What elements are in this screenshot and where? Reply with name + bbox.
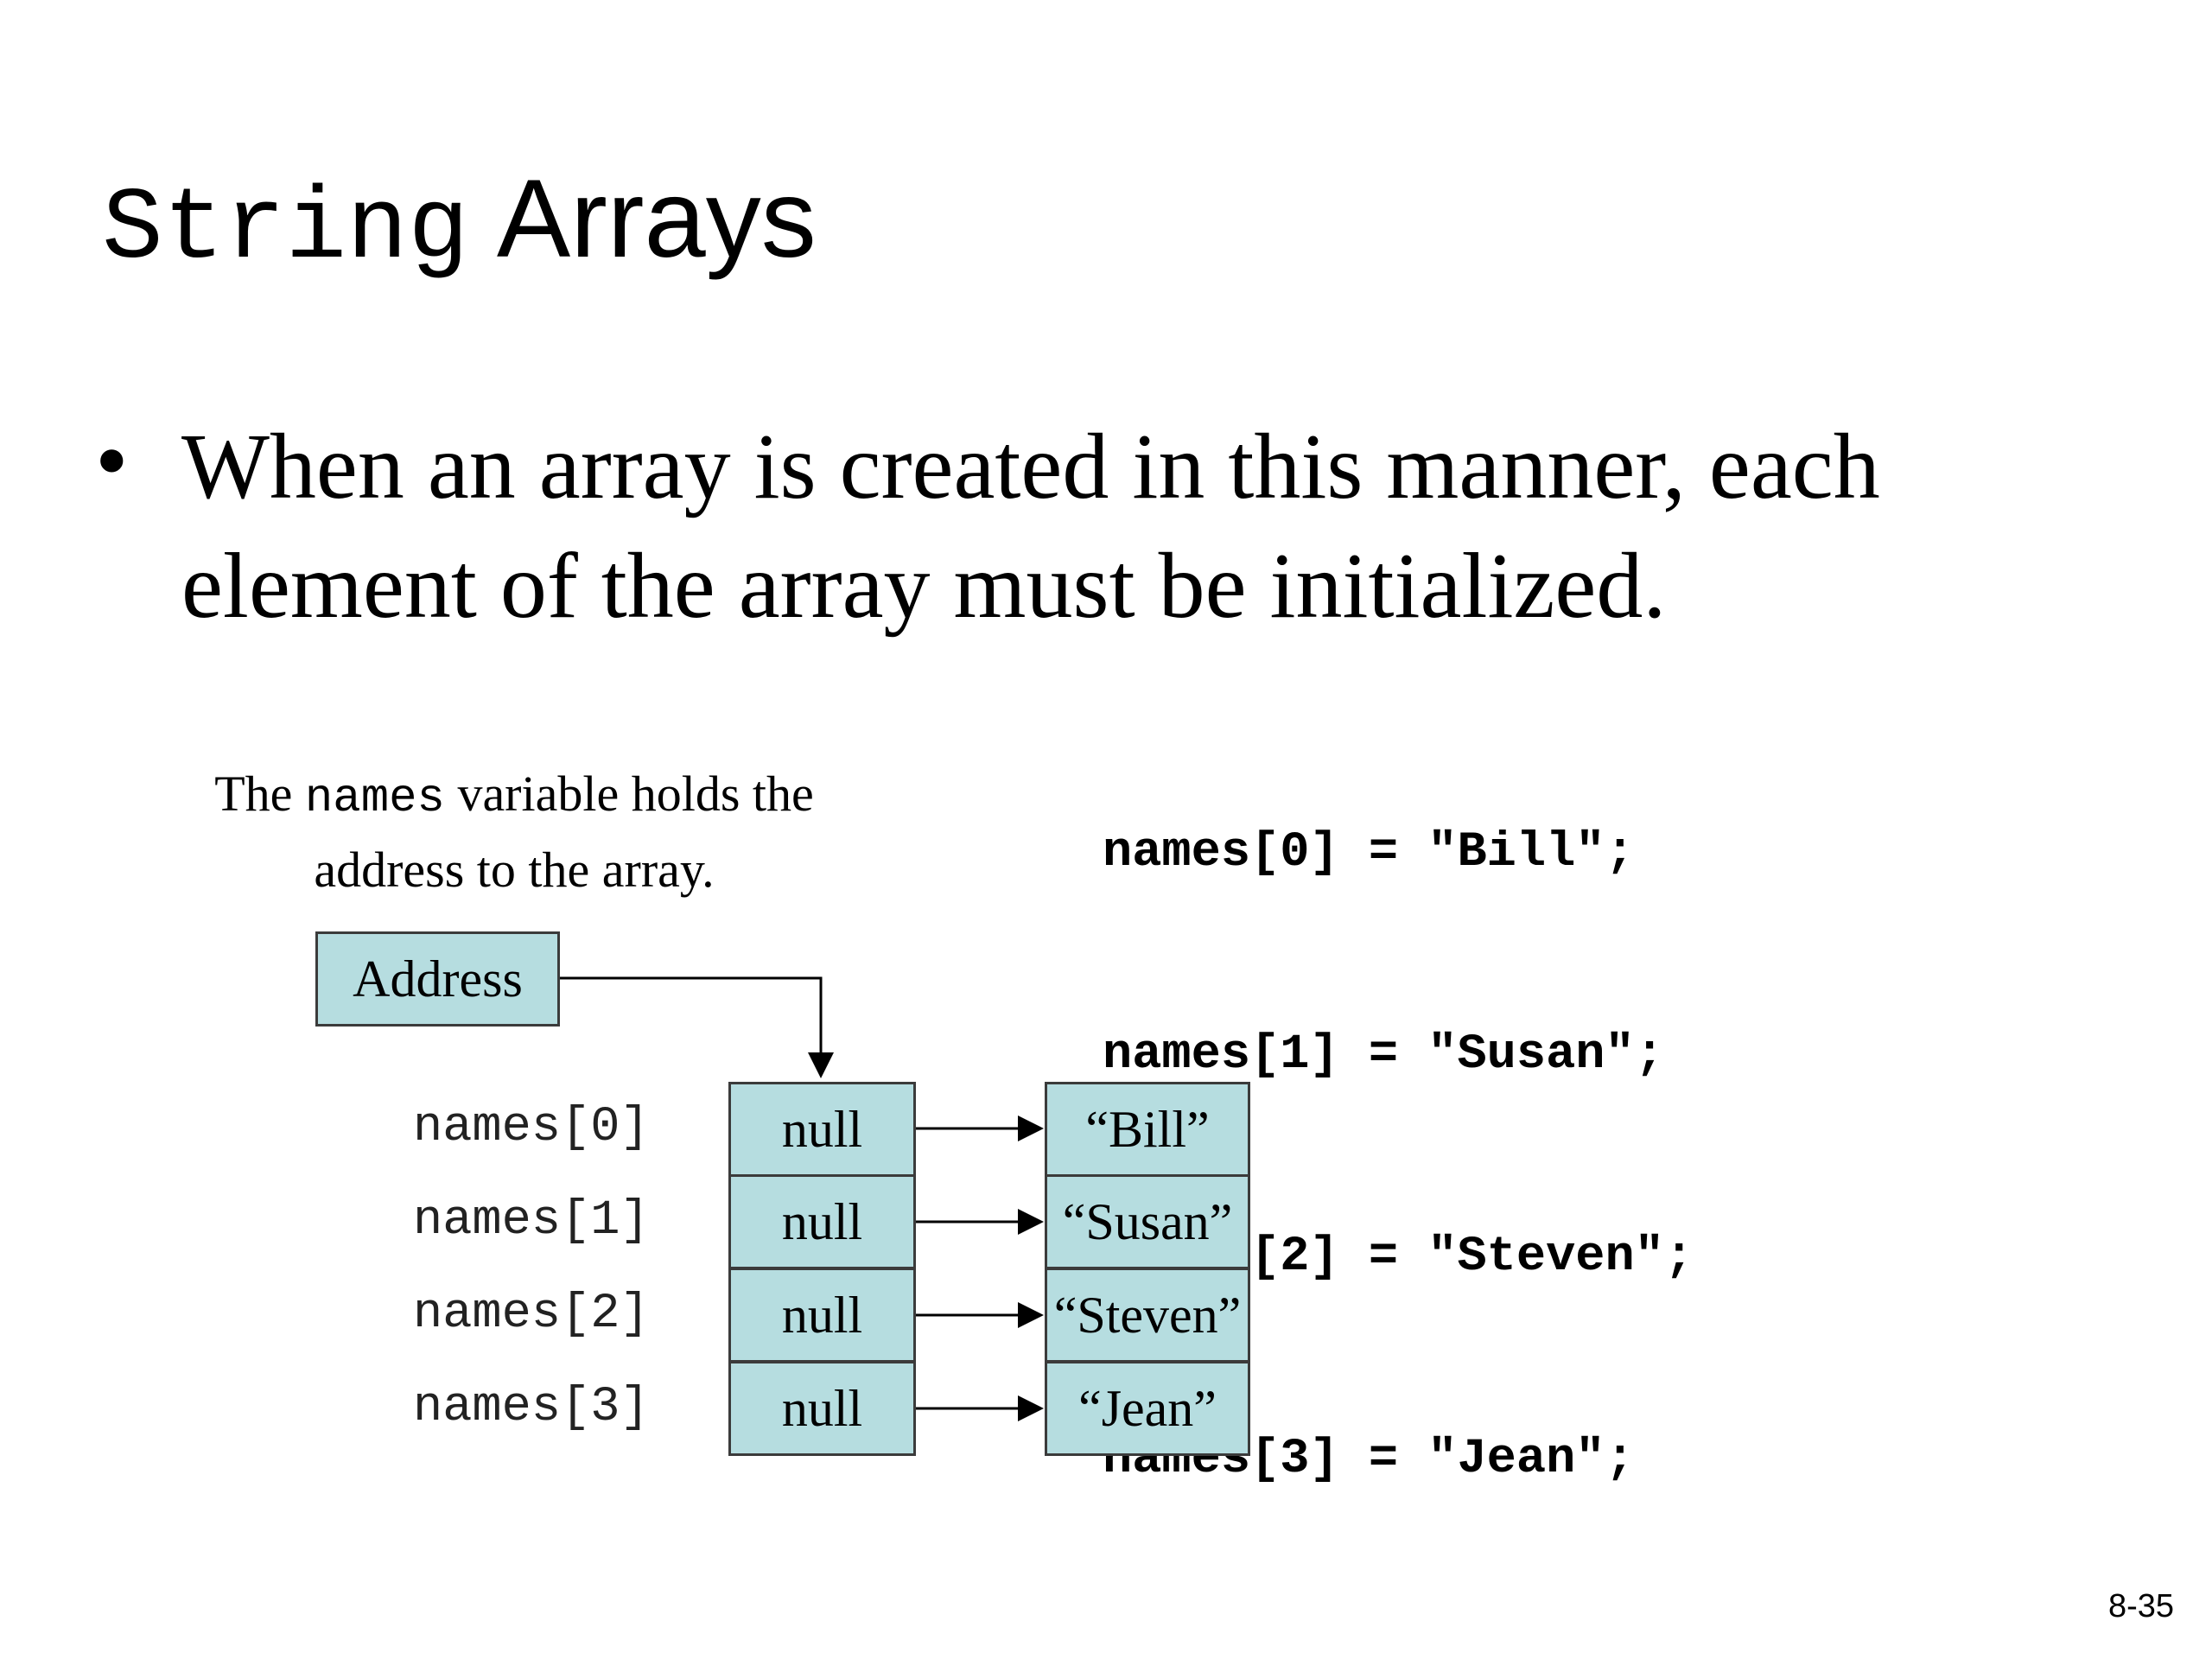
caption-note: The names variable holds the address to … bbox=[173, 759, 855, 906]
string-object: “Jean” bbox=[1045, 1361, 1250, 1456]
address-box: Address bbox=[315, 931, 560, 1027]
title-code-word: String bbox=[102, 173, 469, 288]
row-label: names[0] bbox=[413, 1100, 650, 1155]
code-line: names[0] = "Bill"; bbox=[1103, 825, 1635, 880]
caption-after: variable holds the address to the array. bbox=[314, 766, 814, 898]
bullet-marker: • bbox=[95, 408, 129, 513]
caption-before: The bbox=[214, 766, 305, 822]
slide-title: String Arrays bbox=[102, 164, 817, 282]
code-line: names[1] = "Susan"; bbox=[1103, 1027, 1664, 1083]
slide-number: 8-35 bbox=[2107, 1588, 2174, 1624]
title-word: Arrays bbox=[496, 157, 817, 281]
string-object: “Susan” bbox=[1045, 1174, 1250, 1269]
string-object: “Bill” bbox=[1045, 1082, 1250, 1177]
array-cell: null bbox=[728, 1268, 916, 1363]
array-cell: null bbox=[728, 1082, 916, 1177]
array-cell: null bbox=[728, 1361, 916, 1456]
row-label: names[3] bbox=[413, 1380, 650, 1435]
bullet-text: When an array is created in this manner,… bbox=[181, 416, 1880, 638]
row-label: names[1] bbox=[413, 1193, 650, 1249]
address-pointer-arrow bbox=[560, 976, 834, 1078]
array-cell: null bbox=[728, 1174, 916, 1269]
string-object: “Steven” bbox=[1045, 1268, 1250, 1363]
caption-code: names bbox=[304, 772, 445, 825]
row-label: names[2] bbox=[413, 1287, 650, 1342]
